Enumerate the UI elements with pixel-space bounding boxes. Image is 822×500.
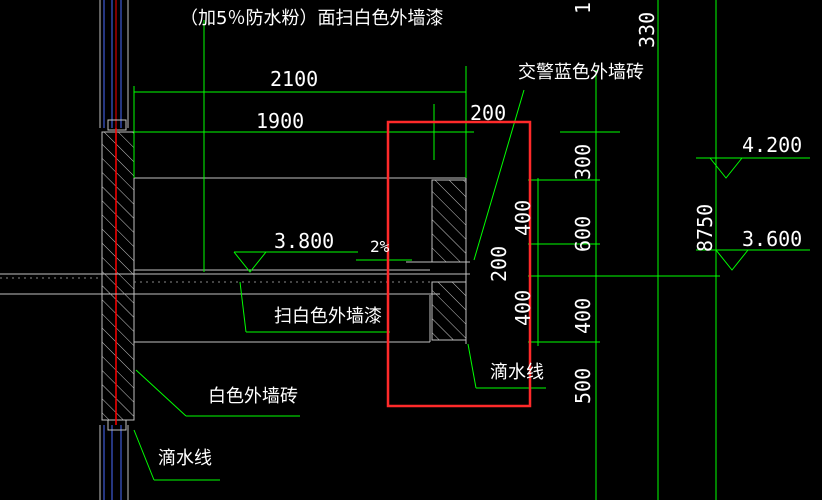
label-drip-line-right: 滴水线: [490, 362, 544, 383]
dim-2100: 2100: [270, 67, 318, 91]
dim-400-upper: 400: [511, 200, 535, 236]
dim-600-right: 600: [571, 216, 595, 252]
canopy-front-edge: [431, 178, 467, 344]
elevation-3600: 3.600: [742, 227, 802, 251]
vertical-dimension-lines: [528, 0, 810, 500]
slope-label: 2%: [370, 237, 390, 256]
highlight-box[interactable]: [386, 120, 532, 408]
leader-lines: [133, 89, 546, 481]
dim-400-lower: 400: [511, 290, 535, 326]
dim-330-top: 330: [635, 12, 659, 48]
dim-1900: 1900: [256, 109, 304, 133]
dim-500-right: 500: [571, 368, 595, 404]
dim-400-right: 400: [571, 298, 595, 334]
elevation-4200: 4.200: [742, 133, 802, 157]
label-drip-line-left: 滴水线: [158, 448, 212, 469]
dim-300-right: 300: [571, 144, 595, 180]
canopy-outline: [133, 177, 470, 420]
horizontal-dimension-lines: [133, 20, 474, 272]
dim-200-top: 200: [470, 101, 506, 125]
exterior-wall: [101, 128, 135, 425]
elevation-slab: 3.800: [274, 229, 334, 253]
floor-slab: [0, 273, 470, 295]
dim-1-top: 1: [571, 2, 595, 14]
label-blue-tile: 交警蓝色外墙砖: [518, 62, 644, 83]
window-frame-lines: [99, 0, 129, 500]
dim-200-vertical: 200: [487, 246, 511, 282]
label-white-tile: 白色外墙砖: [208, 386, 298, 407]
dim-8750-total: 8750: [693, 204, 717, 252]
label-white-paint: 扫白色外墙漆: [274, 306, 382, 327]
note-top-text: （加5％防水粉）面扫白色外墙漆: [180, 8, 443, 29]
